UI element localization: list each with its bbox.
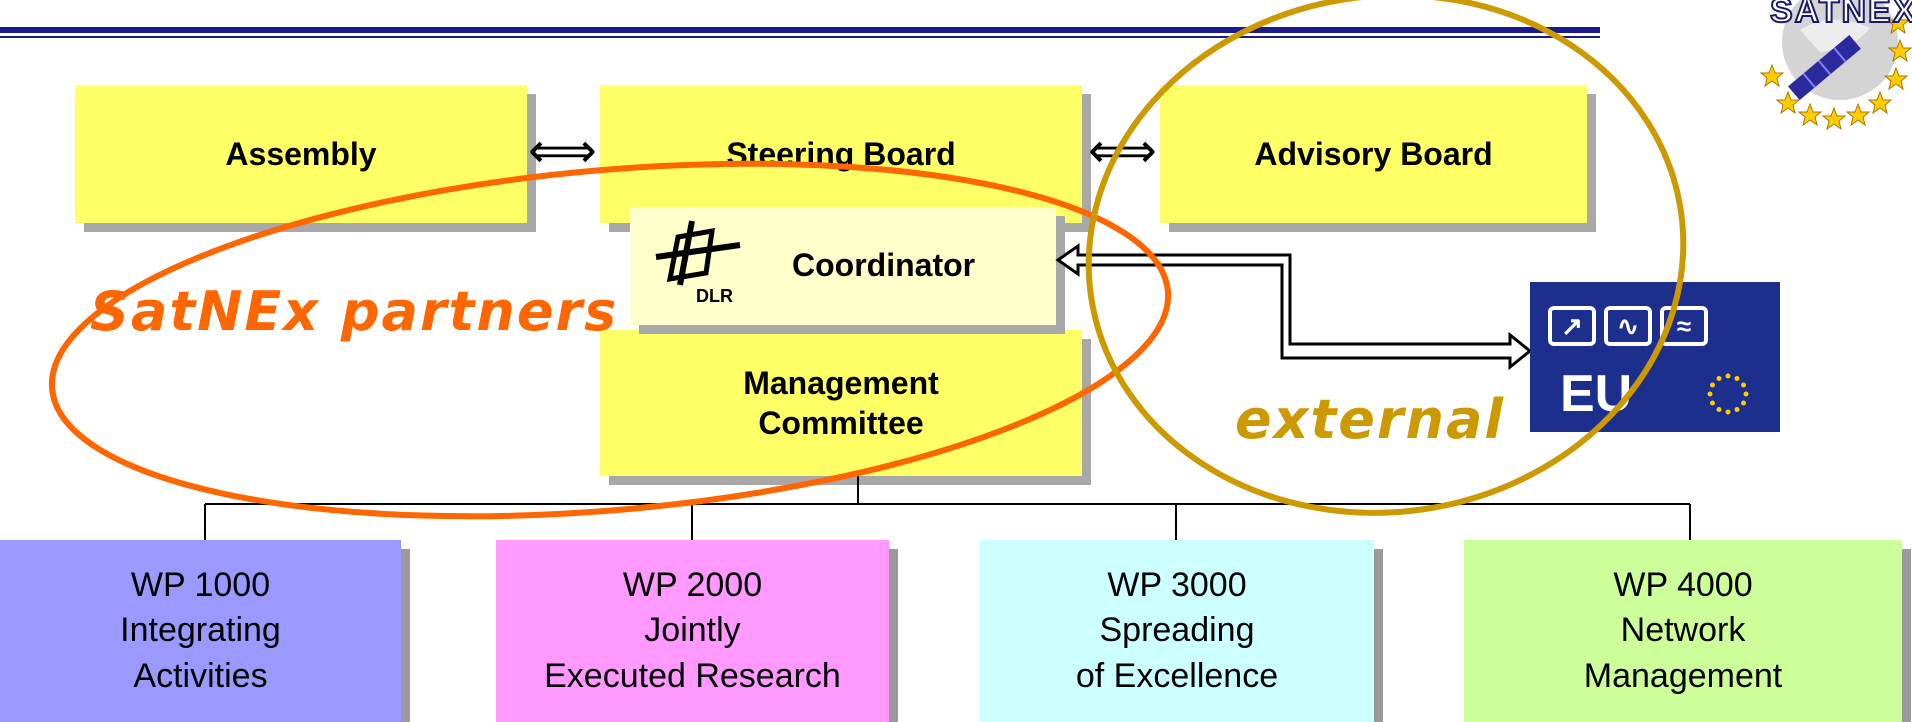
external-group-label: external — [1235, 388, 1505, 451]
partners-ellipse — [48, 160, 1172, 520]
steering-advisory-arrow-icon: ⟺ — [1088, 125, 1157, 178]
wp-2000-box: WP 2000 Jointly Executed Research — [496, 540, 889, 722]
advisory-board-label: Advisory Board — [1254, 136, 1493, 172]
dlr-logo-text: DLR — [696, 286, 733, 306]
wp-1000-title: WP 1000 — [130, 566, 271, 605]
wp-3000-title: WP 3000 — [1107, 566, 1247, 605]
assembly-steering-arrow-icon: ⟺ — [528, 125, 597, 178]
wp-3000-box: WP 3000 Spreading of Excellence — [980, 540, 1374, 722]
wp-2000-title: WP 2000 — [622, 566, 763, 605]
wp-1000-line-2: Integrating — [120, 611, 281, 650]
wp-1000-box: WP 1000 Integrating Activities — [0, 540, 401, 722]
satnex-logo: SATNEX — [1759, 0, 1912, 131]
eu-tile-arrow-icon: ↗ — [1548, 306, 1596, 346]
coordinator-label: Coordinator — [792, 247, 976, 283]
satnex-globe-icon — [1759, 0, 1912, 131]
header-rule-bottom — [0, 36, 1600, 38]
eu-tile-approx-icon: ≈ — [1660, 306, 1708, 346]
header-rule-top — [0, 27, 1600, 33]
wp-3000-line-2: Spreading — [1099, 611, 1255, 650]
wp-4000-box: WP 4000 Network Management — [1464, 540, 1902, 722]
wp-4000-line-2: Network — [1620, 611, 1746, 650]
wp-2000-line-3: Executed Research — [544, 656, 841, 695]
eu-logo-text: EU — [1560, 365, 1633, 423]
coordinator-box: DLR Coordinator — [630, 207, 1056, 325]
assembly-box: Assembly — [75, 85, 527, 223]
wp-4000-title: WP 4000 — [1613, 566, 1753, 605]
wp-2000-line-2: Jointly — [644, 611, 741, 650]
eu-stars-icon — [1707, 373, 1749, 415]
management-committee-line-2: Committee — [758, 405, 924, 441]
eu-tile-wave-icon: ∿ — [1604, 306, 1652, 346]
wp-3000-line-3: of Excellence — [1075, 656, 1279, 695]
external-ellipse — [1085, 0, 1687, 516]
wp-4000-line-3: Management — [1583, 656, 1783, 695]
management-committee-box: Management Committee — [600, 330, 1082, 476]
steering-board-box: Steering Board — [600, 85, 1082, 223]
satnex-logo-text: SATNEX — [1769, 0, 1912, 31]
assembly-label: Assembly — [225, 136, 377, 172]
dlr-cross-icon — [655, 220, 741, 286]
wp-1000-line-3: Activities — [133, 656, 268, 695]
partners-group-label: SatNEx partners — [90, 280, 619, 343]
advisory-board-box: Advisory Board — [1160, 85, 1587, 223]
management-committee-line-1: Management — [743, 365, 939, 401]
dlr-logo: DLR — [642, 217, 754, 313]
